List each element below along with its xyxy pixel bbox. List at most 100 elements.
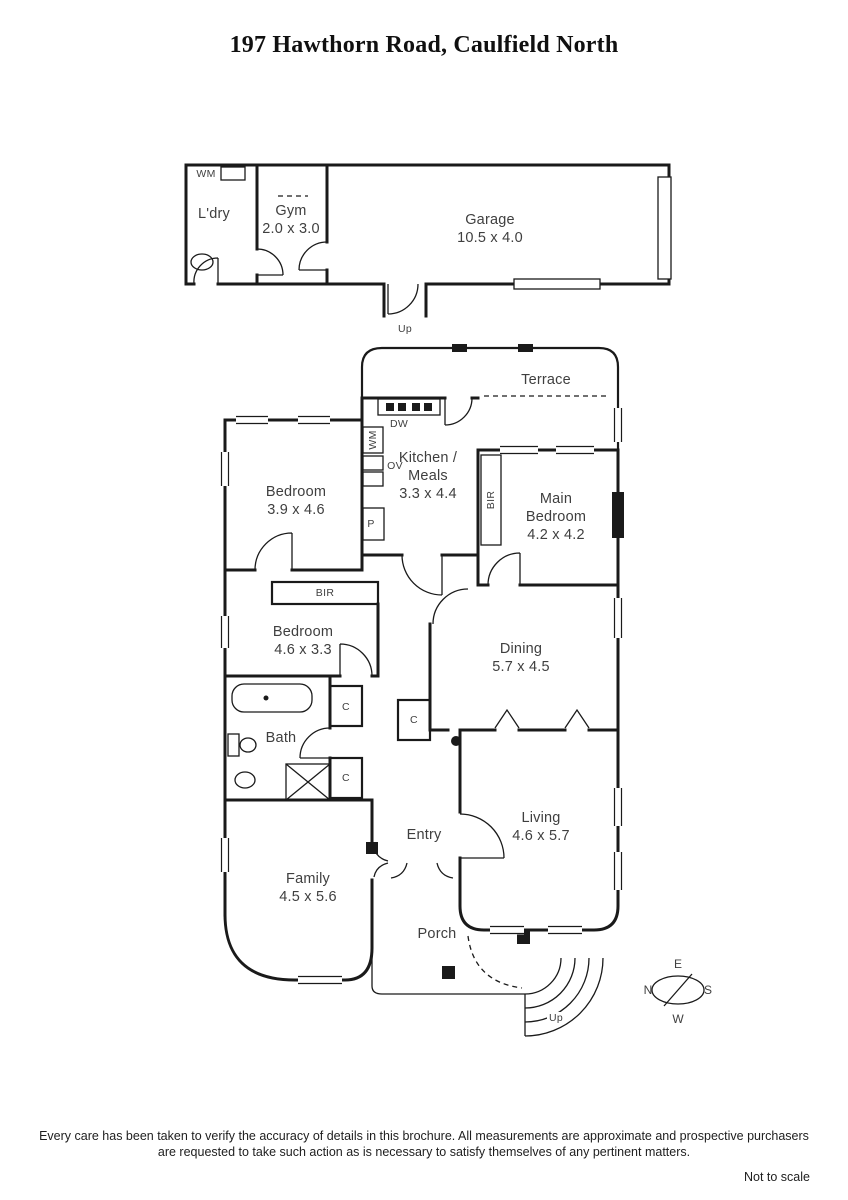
room-label-entry: Entry <box>407 826 442 844</box>
room-name: Main Bedroom <box>525 490 587 525</box>
compass-ellipse <box>651 975 705 1005</box>
room-dims: 5.7 x 4.5 <box>492 659 550 675</box>
room-dims: 4.2 x 4.2 <box>527 527 585 544</box>
room-name: Garage <box>465 211 515 228</box>
room-label-family: Family 4.5 x 5.6 <box>263 870 353 906</box>
terrace-outline <box>360 346 620 450</box>
bathtub-icon <box>231 683 313 713</box>
oven-icon <box>362 455 384 471</box>
column-dot <box>451 736 461 746</box>
terrace-pillar <box>452 344 467 352</box>
terrace-pillar <box>518 344 533 352</box>
room-name: Family <box>286 870 330 887</box>
compass: E S W N <box>644 957 712 1026</box>
window <box>613 788 623 826</box>
disclaimer-line-2: are requested to take such action as is … <box>157 1145 691 1159</box>
dashed-lines <box>278 195 610 989</box>
double-door-marks <box>494 708 590 729</box>
basin-icon <box>234 771 256 789</box>
compass-south-label: S <box>704 983 712 997</box>
cupboard-1-box <box>328 684 364 728</box>
window <box>220 616 230 648</box>
porch-steps <box>371 846 604 1037</box>
washing-machine-icon <box>220 166 246 181</box>
compass-needle <box>663 973 693 1007</box>
room-dims: 4.5 x 5.6 <box>279 889 337 905</box>
shower-cross-icon <box>285 763 331 801</box>
room-name: Gym <box>275 202 307 219</box>
toilet-bowl-icon <box>239 737 257 753</box>
room-name: Porch <box>417 925 457 942</box>
window <box>548 925 582 935</box>
chimney <box>612 492 624 538</box>
room-name: Bedroom <box>265 483 327 500</box>
toilet-cistern-icon <box>227 733 240 757</box>
room-label-bath: Bath <box>266 729 297 747</box>
label-up-porch-stairs: Up <box>546 1012 566 1024</box>
room-dims: 2.0 x 3.0 <box>262 221 320 237</box>
secondary-walls <box>270 346 620 800</box>
window <box>220 838 230 872</box>
garage-door-icon <box>657 176 672 280</box>
cupboard-2-box <box>396 698 432 742</box>
pantry-icon <box>362 507 385 541</box>
shower-icon <box>285 763 331 801</box>
walls <box>184 163 671 982</box>
kitchen-appliance-icon <box>362 426 384 454</box>
windows <box>220 408 623 985</box>
porch-edge <box>371 948 526 1036</box>
disclaimer-line-1: Every care has been taken to verify the … <box>39 1129 809 1143</box>
compass-north-label: N <box>644 983 653 997</box>
porch-pillar <box>442 966 455 979</box>
window <box>220 452 230 486</box>
room-dims: 4.6 x 5.7 <box>512 828 570 844</box>
label-up-garage-stairs: Up <box>397 323 413 335</box>
room-label-terrace: Terrace <box>521 371 571 389</box>
entry-arch-ornament <box>373 846 454 879</box>
room-label-kitchen-meals: Kitchen / Meals 3.3 x 4.4 <box>388 449 468 503</box>
room-name: L'dry <box>198 205 230 222</box>
room-name: Kitchen / Meals <box>398 449 458 484</box>
disclaimer: Every care has been taken to verify the … <box>0 1128 848 1160</box>
room-dims: 3.3 x 4.4 <box>399 486 457 503</box>
window <box>613 598 623 638</box>
room-name: Entry <box>406 826 442 843</box>
room-name: Terrace <box>521 371 571 388</box>
window <box>613 852 623 890</box>
window <box>500 445 538 455</box>
compass-east-label: E <box>674 957 682 971</box>
laundry-tub-icon <box>190 253 214 271</box>
garage-window-icon <box>513 278 601 290</box>
room-dims: 4.6 x 3.3 <box>274 642 332 658</box>
cooktop-burner <box>424 403 432 411</box>
porch-dashed-edge <box>467 935 523 989</box>
room-name: Bath <box>265 729 297 746</box>
window <box>236 415 268 425</box>
bir-strip <box>270 580 380 606</box>
room-label-porch: Porch <box>418 925 457 943</box>
room-label-main-bedroom: Main Bedroom 4.2 x 4.2 <box>521 490 591 544</box>
bir-main-box <box>480 454 502 546</box>
room-name: Dining <box>499 640 543 657</box>
cooktop-burner <box>386 403 394 411</box>
room-label-bedroom-front: Bedroom 3.9 x 4.6 <box>251 483 341 519</box>
label-washing-machine-kitchen: WM <box>367 430 379 450</box>
room-label-dining: Dining 5.7 x 4.5 <box>476 640 566 676</box>
room-label-gym: Gym 2.0 x 3.0 <box>262 202 319 238</box>
compass-west-label: W <box>672 1012 684 1026</box>
fixtures <box>190 166 672 801</box>
label-cupboard-1: C <box>342 701 350 713</box>
label-dishwasher: DW <box>389 418 409 430</box>
window <box>298 415 330 425</box>
cooktop-icon <box>377 398 441 416</box>
bathtub-tap-icon <box>263 695 269 701</box>
room-label-bedroom-mid: Bedroom 4.6 x 3.3 <box>258 623 348 659</box>
label-bir-main-bedroom: BIR <box>485 490 497 510</box>
label-cupboard-2: C <box>410 714 418 726</box>
label-bir-bedroom: BIR <box>315 587 335 599</box>
room-name: Bedroom <box>272 623 334 640</box>
room-dims: 3.9 x 4.6 <box>267 502 325 518</box>
cooktop-burner <box>412 403 420 411</box>
oven-icon <box>362 471 384 487</box>
